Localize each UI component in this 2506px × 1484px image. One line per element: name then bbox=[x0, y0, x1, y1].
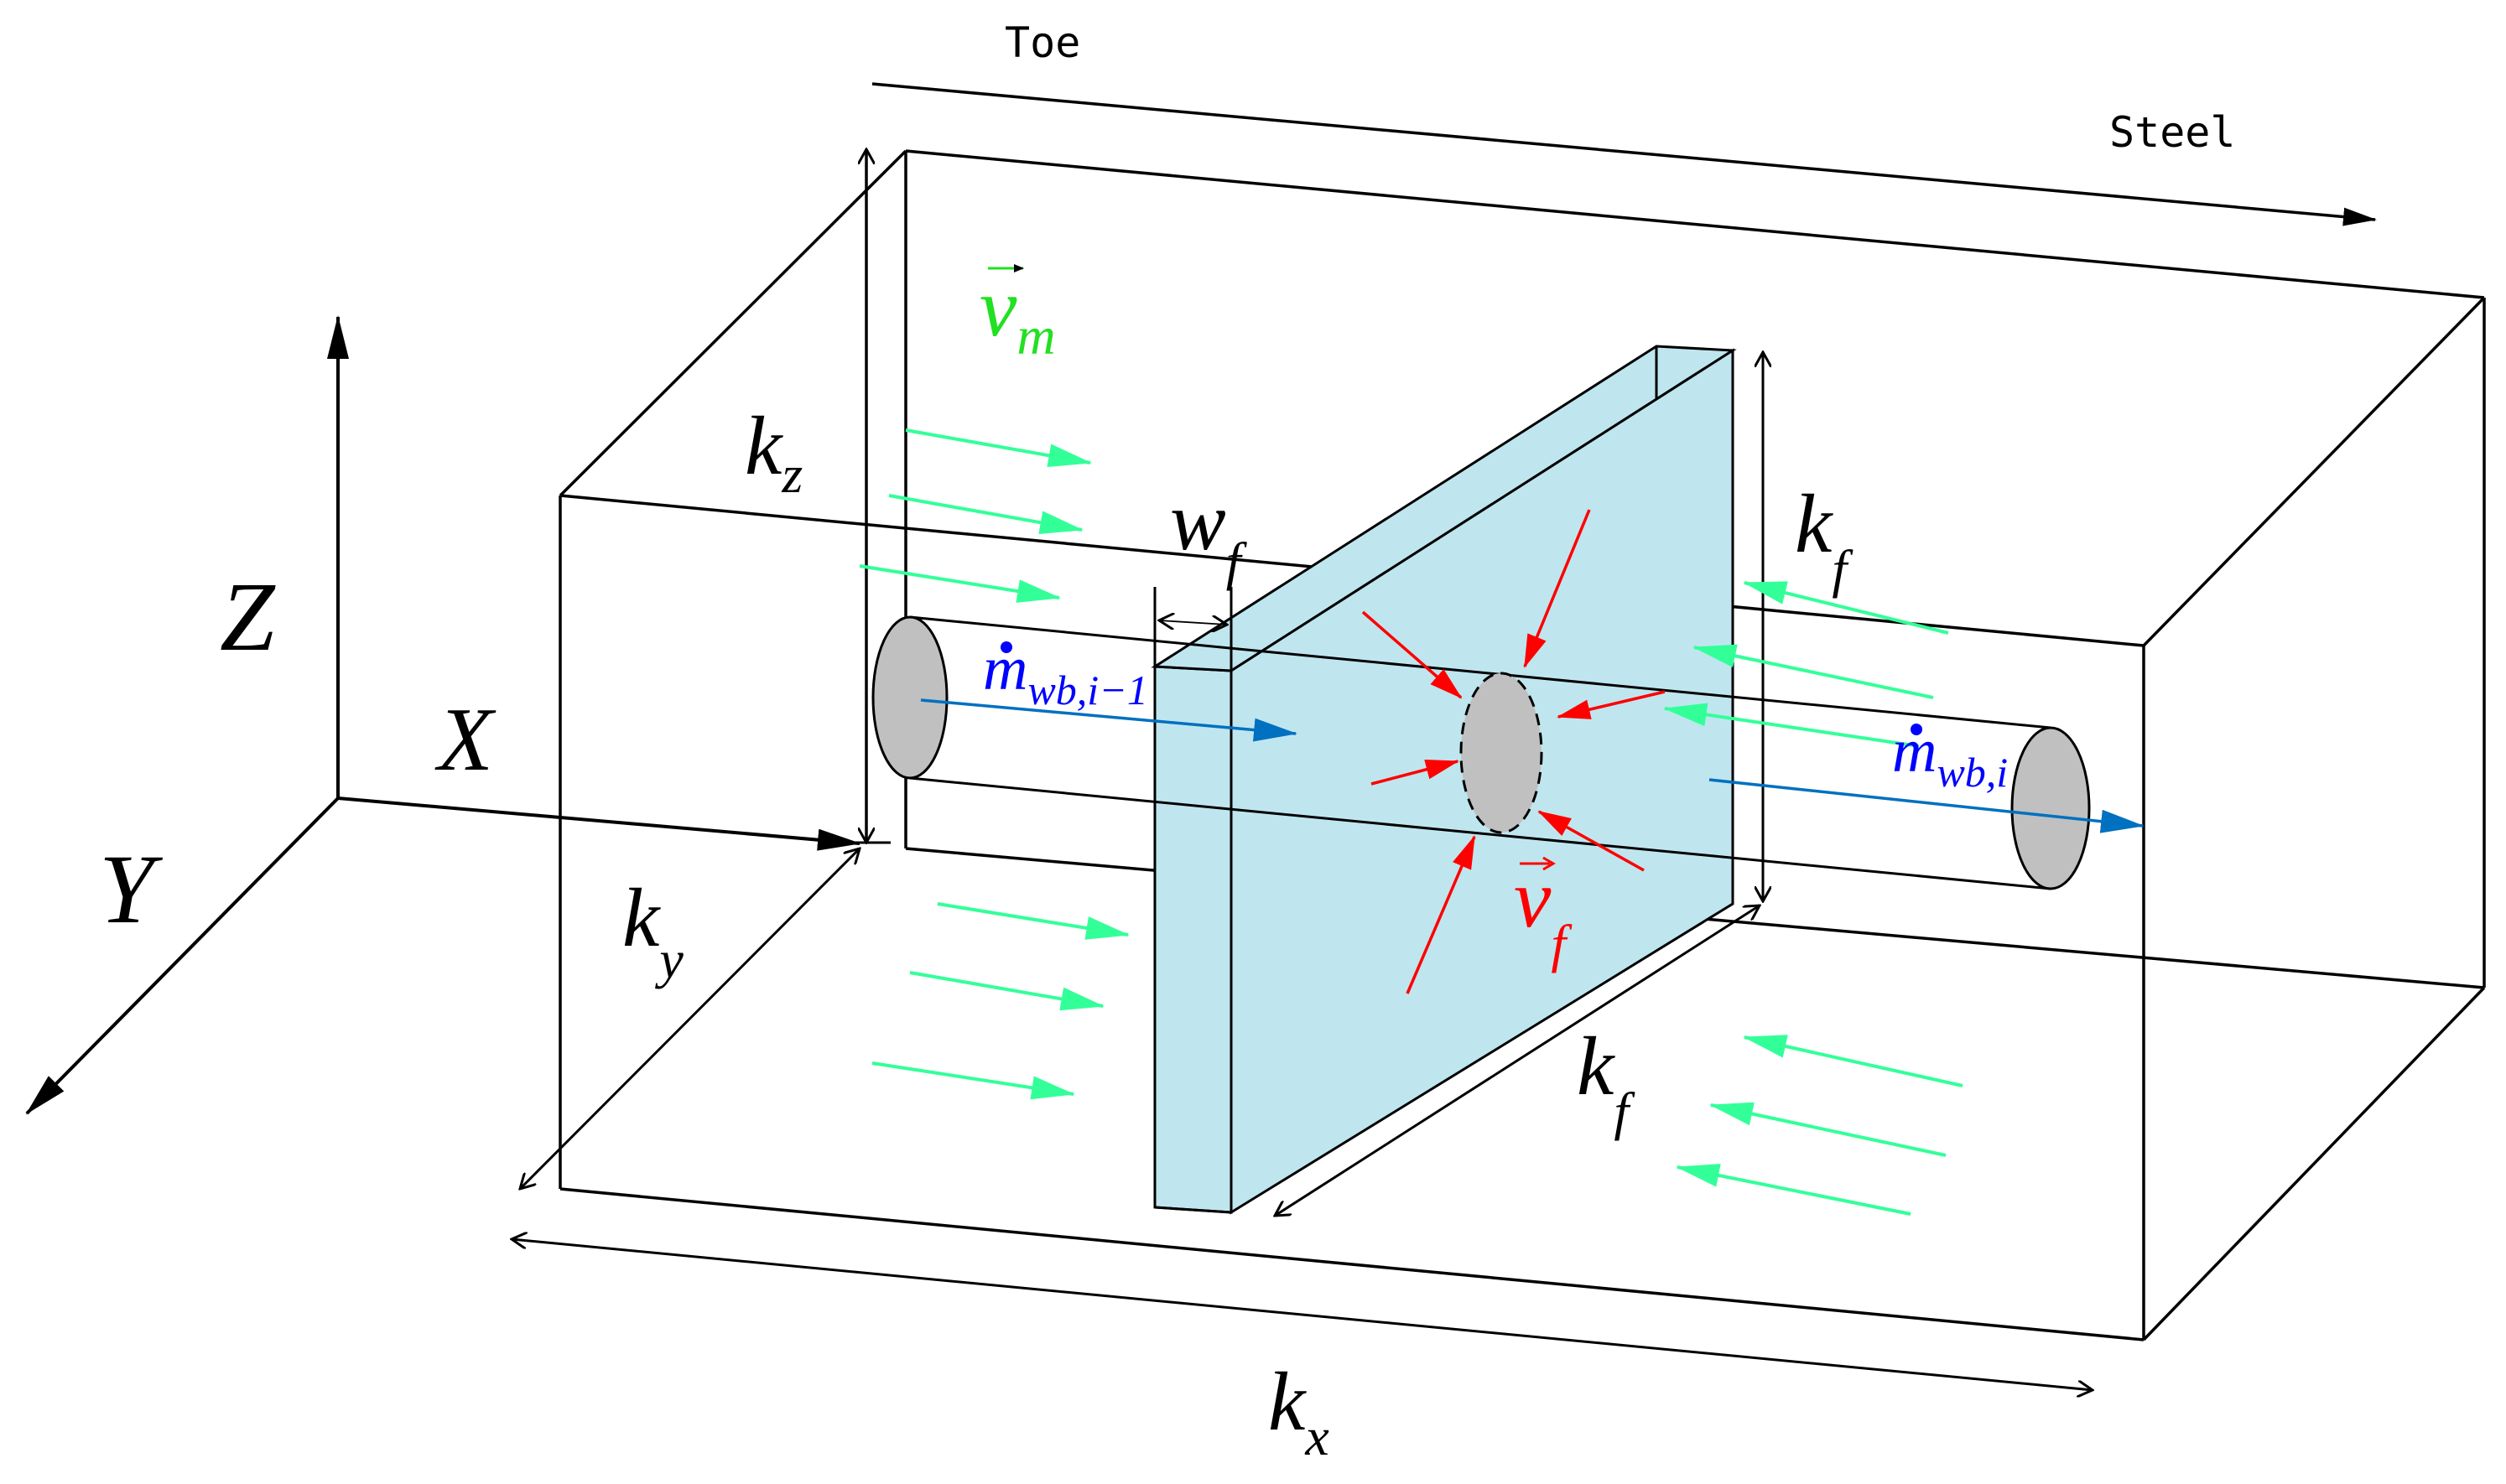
kf-diagonal-dimension bbox=[1275, 905, 1760, 1216]
matrix-flow-arrow bbox=[871, 1061, 1075, 1100]
kz-label: kz bbox=[745, 399, 803, 504]
kf-bottom-label: kf bbox=[1577, 1020, 1635, 1141]
matrix-flow-arrow bbox=[859, 564, 1061, 603]
matrix-flow-arrow bbox=[888, 494, 1084, 535]
matrix-flow-arrow bbox=[1676, 1164, 1911, 1216]
fracture-side-face bbox=[1153, 665, 1233, 1214]
svg-text:mwb,i: mwb,i bbox=[1892, 717, 2008, 796]
x-axis-arrow bbox=[337, 796, 861, 851]
fracture-flow-arrow bbox=[1406, 835, 1476, 994]
fracture-wellbore-intersection bbox=[1459, 672, 1543, 834]
svg-text:vm: vm bbox=[980, 261, 1056, 366]
matrix-flow-arrow bbox=[1663, 703, 1920, 748]
steel-label: Steel bbox=[2109, 108, 2236, 157]
kx-label: kx bbox=[1268, 1355, 1329, 1466]
fracture-flow-arrow bbox=[1557, 690, 1666, 719]
wf-label: wf bbox=[1170, 475, 1248, 591]
wellbore-flow-arrows bbox=[920, 698, 2145, 833]
fracture-flow-arrow bbox=[1523, 509, 1591, 668]
fracture-flow-arrows bbox=[1361, 509, 1666, 994]
wellbore-outlet-end bbox=[2010, 726, 2091, 890]
axis-z-label: Z bbox=[220, 562, 276, 672]
ky-dimension bbox=[520, 848, 860, 1189]
matrix-velocity-label: vm bbox=[980, 261, 1056, 366]
wellbore-inflow-label: mwb,i−1 bbox=[983, 635, 1148, 713]
fracture-flow-arrow bbox=[1370, 760, 1459, 786]
svg-text:vf: vf bbox=[1514, 852, 1573, 973]
dimension-lines bbox=[512, 149, 2093, 1390]
axis-y-label: Y bbox=[99, 834, 164, 944]
kx-dimension bbox=[512, 1239, 2093, 1390]
reservoir-box bbox=[559, 149, 2486, 1341]
matrix-flow-arrow bbox=[1709, 1102, 1947, 1157]
ky-label: ky bbox=[622, 871, 684, 989]
labels: Toe Steel Z X Y kz ky kx kf kf wf vm bbox=[99, 18, 2236, 1466]
matrix-flow-arrow bbox=[1743, 581, 1949, 635]
matrix-flow-arrows bbox=[859, 428, 1963, 1216]
matrix-flow-arrow bbox=[905, 428, 1092, 468]
wf-dimension bbox=[1159, 620, 1227, 625]
svg-text:mwb,i−1: mwb,i−1 bbox=[983, 635, 1148, 713]
toe-steel-arrow bbox=[871, 82, 2377, 226]
wellbore-body bbox=[909, 615, 2051, 890]
fracture-velocity-label: vf bbox=[1514, 852, 1573, 973]
matrix-flow-arrow bbox=[937, 902, 1130, 940]
wellbore bbox=[871, 615, 2091, 890]
fracture-plate bbox=[1151, 345, 1737, 1215]
matrix-flow-arrow bbox=[1743, 1035, 1963, 1087]
axis-x-label: X bbox=[434, 690, 497, 790]
matrix-flow-arrow bbox=[909, 971, 1105, 1011]
wellbore-inlet-end bbox=[871, 615, 949, 780]
fracture-flow-arrow bbox=[1361, 610, 1463, 699]
kf-top-label: kf bbox=[1795, 477, 1854, 599]
coordinate-axes bbox=[25, 315, 861, 1115]
matrix-flow-arrow bbox=[1692, 644, 1934, 699]
fracture-flow-arrow bbox=[1537, 810, 1645, 872]
wellbore-outflow-arrow bbox=[1708, 778, 2145, 833]
wellbore-outflow-label: mwb,i bbox=[1892, 717, 2008, 796]
y-axis-arrow bbox=[25, 796, 340, 1115]
toe-label: Toe bbox=[1005, 18, 1080, 67]
wellbore-inflow-arrow bbox=[920, 698, 1297, 742]
